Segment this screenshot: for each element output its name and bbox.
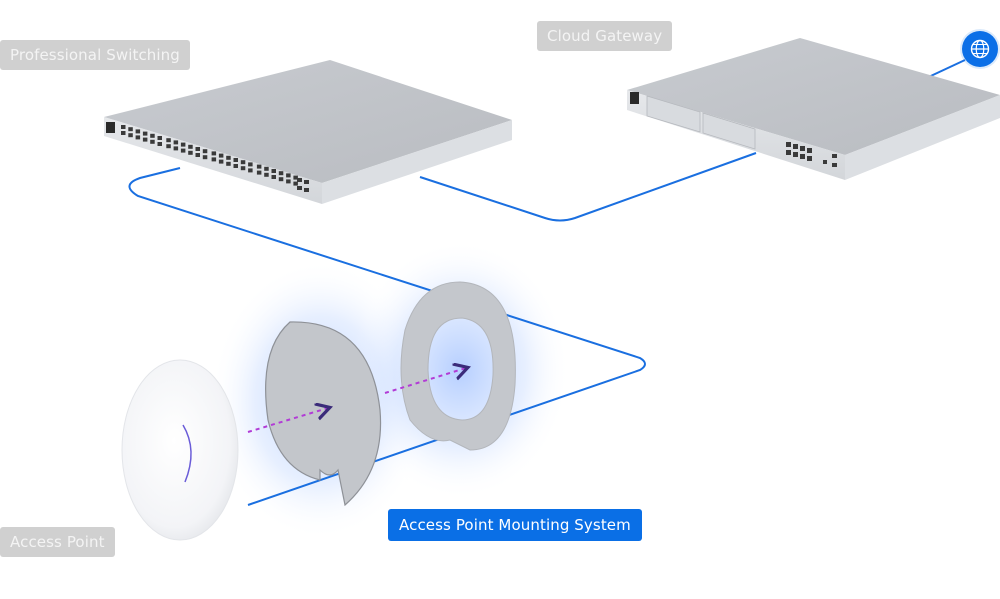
globe-icon [970,39,990,59]
arrow-plate-to-ring [384,368,466,394]
switch-port [135,135,141,140]
switch-port [278,171,284,176]
label-professional-switching: Professional Switching [0,40,190,70]
switch-port-grid [121,125,298,186]
switch-port [180,148,186,153]
switch-port [166,138,171,143]
switch-port [188,150,193,155]
switch-port [226,161,231,166]
switch-device [104,60,512,204]
switch-port [195,153,200,157]
gateway-port [786,150,791,155]
switch-port [202,149,208,154]
switch-port [264,172,269,177]
switch-port [271,175,276,179]
gateway-sfp-ports [823,154,837,167]
switch-port [218,159,224,164]
switch-port [293,175,298,180]
switch-port [135,129,141,134]
switch-port [150,133,155,138]
switch-port [240,166,246,171]
switch-port [142,131,148,136]
switch-port [248,162,253,167]
switch-port [128,133,133,138]
label-access-point-mounting-system: Access Point Mounting System [388,509,642,541]
switch-port [271,169,276,173]
mount-glow-right [350,240,570,500]
switch-port [121,125,126,129]
gateway-top [627,38,1000,155]
access-point-device [121,359,239,541]
arrow-ap-to-plate [247,408,328,433]
label-access-point: Access Point [0,527,115,557]
switch-port [157,142,162,146]
gateway-port [800,154,805,159]
switch-port [226,155,231,160]
gateway-drive-bay-2 [702,112,756,150]
gateway-rj45-ports [786,142,812,161]
gateway-drive-bay-1 [646,95,701,133]
switch-port [256,164,262,169]
switch-port [121,131,126,135]
switch-port [233,158,238,162]
switch-port [286,179,291,184]
gateway-side [845,95,1000,180]
switch-port [233,164,238,168]
access-point-body [121,359,239,541]
gateway-port [786,142,791,147]
switch-port [195,147,200,151]
switch-port [180,142,186,147]
access-point-led-ring [182,424,192,483]
switch-port [173,146,179,151]
switch-port [150,139,155,144]
internet-node [962,31,998,67]
switch-port [173,140,179,145]
switch-port [142,137,148,142]
switch-side [322,120,512,204]
mount-ring [400,281,516,451]
mount-ring-body [400,281,516,451]
switch-port [248,168,253,173]
gateway-device [627,38,1000,180]
switch-port [278,177,284,182]
cable-gateway-switch [419,152,757,222]
switch-port [157,136,162,140]
switch-port [286,173,291,178]
gateway-port [807,148,812,153]
gateway-port [793,144,798,149]
switch-port [218,153,224,158]
gateway-port [807,156,812,161]
switch-port [211,157,217,162]
switch-top [104,60,512,183]
gateway-port [800,146,805,151]
label-cloud-gateway: Cloud Gateway [537,21,673,51]
switch-port [128,127,133,132]
switch-port [264,166,269,171]
switch-port [188,144,193,149]
switch-port [202,155,208,160]
switch-port [293,181,298,186]
switch-port [211,151,217,156]
switch-port [166,144,171,149]
assembly-arrows [247,368,466,433]
switch-power-port [106,122,115,133]
switch-port [240,160,246,165]
gateway-port [793,152,798,157]
gateway-power-port [630,92,639,104]
cable-switch-ap [128,167,646,506]
switch-sfp-ports [297,178,309,192]
switch-port [256,170,262,175]
